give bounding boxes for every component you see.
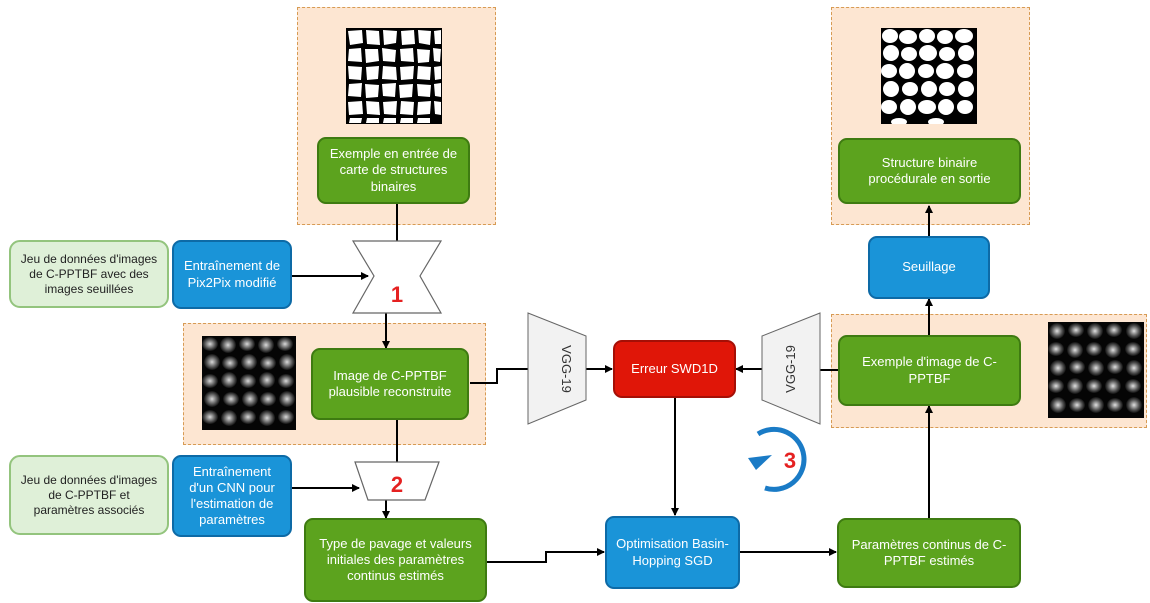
- input-binary-texture: [346, 28, 442, 124]
- tiling-type-node: Type de pavage et valeurs initiales des …: [304, 518, 487, 602]
- step-2-number: 2: [391, 472, 403, 497]
- output-binary-texture: [881, 28, 977, 124]
- example-grayscale-texture: [1048, 322, 1144, 418]
- step-1-number: 1: [391, 282, 403, 307]
- train-cnn-node: Entraînement d'un CNN pour l'estimation …: [172, 455, 292, 537]
- pix2pix-encoder-decoder: [351, 240, 443, 314]
- estimated-params-node: Paramètres continus de C-PPTBF estimés: [837, 518, 1021, 588]
- reconstructed-image-node: Image de C-PPTBF plausible reconstruite: [311, 348, 469, 420]
- iteration-loop-icon: [748, 426, 807, 492]
- dataset-thresholded-node: Jeu de données d'images de C-PPTBF avec …: [9, 240, 169, 308]
- edge-reconstructed-to-vgg-left: [470, 368, 528, 384]
- reconstructed-grayscale-texture: [202, 336, 296, 430]
- vgg-left-label: VGG-19: [559, 345, 574, 393]
- train-pix2pix-node: Entraînement de Pix2Pix modifié: [172, 240, 292, 309]
- thresholding-node: Seuillage: [868, 236, 990, 299]
- dataset-params-node: Jeu de données d'images de C-PPTBF et pa…: [9, 455, 169, 535]
- output-structure-node: Structure binaire procédurale en sortie: [838, 138, 1021, 204]
- vgg-left-shape: [527, 312, 587, 425]
- input-example-node: Exemple en entrée de carte de structures…: [317, 137, 470, 204]
- vgg-right-shape: [761, 312, 821, 425]
- edge-tiling-to-optimisation: [487, 548, 605, 563]
- step-3-number: 3: [784, 448, 796, 473]
- swd-error-node: Erreur SWD1D: [613, 340, 736, 398]
- optimisation-node: Optimisation Basin-Hopping SGD: [605, 516, 740, 589]
- cnn-encoder: [354, 461, 440, 501]
- vgg-right-label: VGG-19: [783, 345, 798, 393]
- example-image-node: Exemple d'image de C-PPTBF: [838, 335, 1021, 406]
